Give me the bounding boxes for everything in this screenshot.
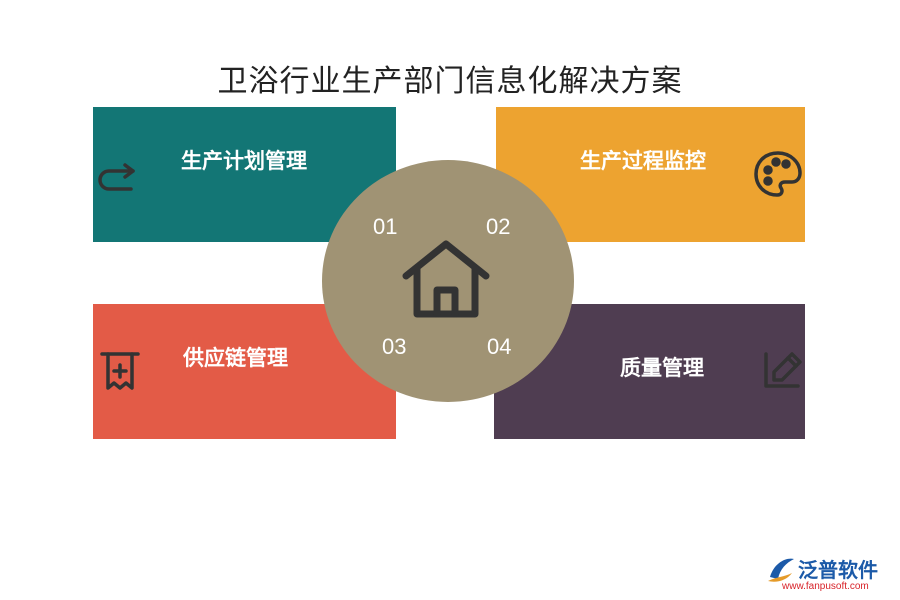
page-title: 卫浴行业生产部门信息化解决方案 [217,64,683,99]
logo-name: 泛普软件 [798,558,878,582]
panel-label: 供应链管理 [183,346,288,370]
number-02: 02 [486,214,511,239]
panel-label: 质量管理 [620,356,704,380]
number-03: 03 [382,334,407,359]
center-hub: 01 02 03 04 [322,160,574,402]
house-icon [401,238,491,322]
brand-logo: 泛普软件 www.fanpusoft.com [766,553,896,597]
return-arrow-icon [97,159,139,203]
logo-mark-icon [766,555,796,587]
edit-pen-icon [760,350,802,396]
number-01: 01 [373,214,398,239]
palette-icon [752,149,804,203]
logo-url: www.fanpusoft.com [782,581,869,592]
panel-label: 生产计划管理 [181,149,307,173]
receipt-icon [99,350,141,398]
panel-label: 生产过程监控 [580,149,706,173]
number-04: 04 [487,334,512,359]
panel-production-plan[interactable]: 生产计划管理 [93,107,396,242]
